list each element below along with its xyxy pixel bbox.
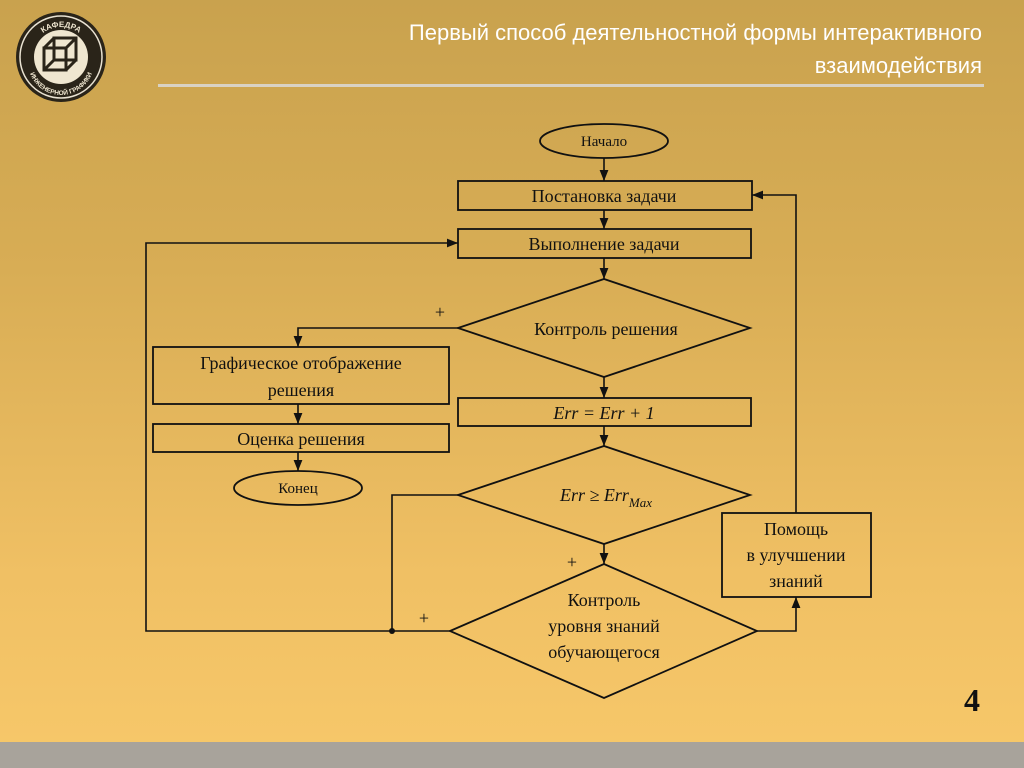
help-label-line3: знаний: [769, 571, 823, 591]
help-label-line1: Помощь: [764, 519, 828, 539]
solution-control-label: Контроль решения: [534, 319, 678, 339]
knowledge-control-label-line1: Контроль: [568, 590, 641, 610]
err-update-label: Err = Err + 1: [552, 403, 654, 423]
solution-control-diamond: [455, 278, 753, 378]
svg-text:КАФЕДРА: КАФЕДРА: [39, 20, 83, 35]
solution-evaluation-box: [152, 423, 450, 453]
slide-title-line2: взаимодействия: [814, 53, 982, 78]
footer-bar: [0, 742, 1024, 768]
loop-back-to-execution: [145, 238, 458, 632]
junction-dot: [389, 628, 395, 634]
slide-title: Первый способ деятельностной формы интер…: [262, 16, 982, 82]
line-check-plus-to-loop: [391, 494, 458, 631]
arrow-knowledge-to-help: [757, 597, 801, 632]
graphic-display-label-line2: решения: [268, 380, 334, 400]
help-label-line2: в улучшении: [747, 545, 846, 565]
knowledge-control-label-line3: обучающегося: [548, 642, 659, 662]
flowchart: Начало Постановка задачи Выполнение зада…: [145, 123, 872, 699]
plus-label-err-check: +: [567, 552, 577, 572]
solution-evaluation-label: Оценка решения: [237, 429, 365, 449]
cube-icon: [42, 36, 78, 72]
end-label: Конец: [278, 481, 317, 497]
err-check-base: Err ≥ Err: [559, 485, 630, 505]
err-check-label: Err ≥ ErrMax: [559, 485, 652, 510]
task-execution-label: Выполнение задачи: [528, 234, 679, 254]
err-check-diamond: [455, 445, 753, 545]
department-logo: КАФЕДРА ИНЖЕНЕРНОЙ ГРАФИКИ: [16, 12, 106, 102]
task-setting-label: Постановка задачи: [532, 186, 677, 206]
plus-label-solution-control: +: [435, 302, 445, 322]
knowledge-control-label-line2: уровня знаний: [548, 616, 660, 636]
slide-number: 4: [964, 682, 980, 718]
arrow-control-to-graphic: [293, 327, 458, 347]
graphic-display-box: [152, 346, 450, 405]
arrow-help-to-setting: [752, 190, 797, 513]
graphic-display-label-line1: Графическое отображение: [200, 353, 402, 373]
err-check-subscript: Max: [628, 495, 652, 510]
plus-label-knowledge-control: +: [419, 608, 429, 628]
start-label: Начало: [581, 134, 627, 150]
slide-title-line1: Первый способ деятельностной формы интер…: [408, 20, 982, 45]
header-divider: [158, 84, 984, 87]
logo-top-text: КАФЕДРА: [39, 20, 83, 35]
